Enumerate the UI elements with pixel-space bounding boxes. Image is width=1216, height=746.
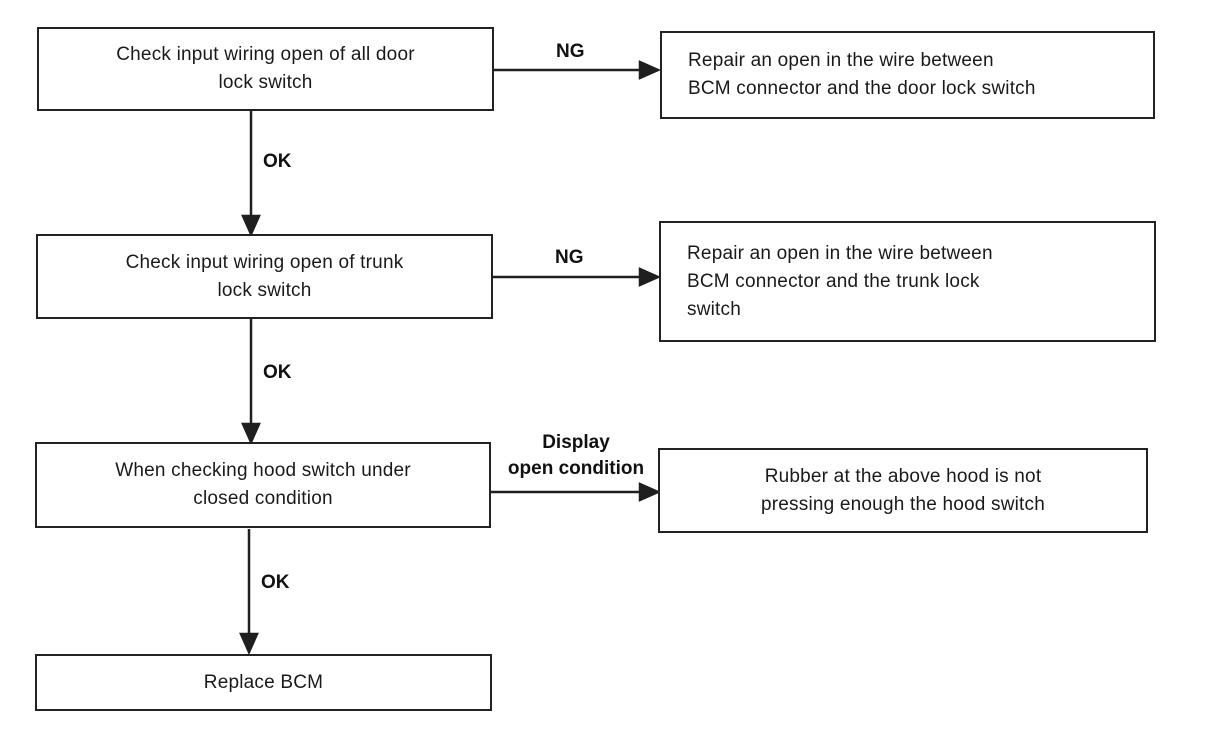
arrow-ng-trunk <box>493 267 662 287</box>
node-text: lock switch <box>217 279 312 301</box>
node-replace-bcm: Replace BCM <box>35 654 492 711</box>
edge-label-ok-1: OK <box>263 151 292 172</box>
node-text: Repair an open in the wire between <box>687 242 993 264</box>
edge-label-ok-2: OK <box>263 362 292 383</box>
node-text: Repair an open in the wire between <box>688 50 994 71</box>
node-text: Check input wiring open of trunk <box>125 251 404 273</box>
arrow-ok-hood-to-replace <box>239 529 259 656</box>
arrow-ng-door <box>494 60 662 80</box>
node-text: closed condition <box>193 488 333 509</box>
node-repair-door-wire: Repair an open in the wire between BCM c… <box>660 31 1155 119</box>
node-repair-trunk-wire: Repair an open in the wire between BCM c… <box>659 221 1156 342</box>
arrow-ok-trunk-to-hood <box>241 319 261 446</box>
arrow-display-open-condition <box>491 482 662 502</box>
edge-label-display-open-condition: Display open condition <box>494 430 658 482</box>
node-text: When checking hood switch under <box>115 460 411 481</box>
edge-label-line: Display <box>542 432 610 453</box>
node-text: Rubber at the above hood is not <box>764 465 1042 487</box>
edge-label-ng-2: NG <box>555 247 584 268</box>
node-check-trunk-lock-switch: Check input wiring open of trunk lock sw… <box>36 234 493 319</box>
node-check-hood-switch: When checking hood switch under closed c… <box>35 442 491 528</box>
node-text: Check input wiring open of all door <box>116 44 415 65</box>
edge-label-line: open condition <box>507 458 645 479</box>
node-text: BCM connector and the door lock switch <box>688 78 1036 99</box>
node-text: pressing enough the hood switch <box>760 493 1045 515</box>
node-check-door-lock-switch: Check input wiring open of all door lock… <box>37 27 494 111</box>
edge-label-ok-3: OK <box>261 572 290 593</box>
node-text: switch <box>687 298 741 320</box>
node-rubber-hood-switch: Rubber at the above hood is not pressing… <box>658 448 1148 533</box>
node-text: BCM connector and the trunk lock <box>687 270 980 292</box>
node-text: lock switch <box>218 72 313 93</box>
node-text: Replace BCM <box>203 671 324 693</box>
edge-label-ng-1: NG <box>556 41 585 62</box>
arrow-ok-door-to-trunk <box>241 111 261 238</box>
